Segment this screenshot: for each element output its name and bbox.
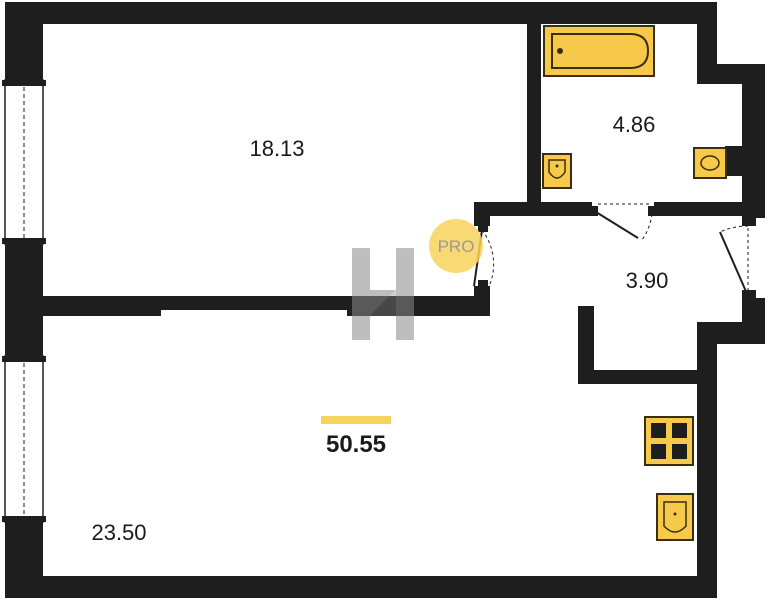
window-upper [2, 79, 46, 245]
wall-left-upper [5, 2, 43, 80]
room-area-label: 18.13 [249, 136, 304, 161]
watermark-logo [352, 248, 414, 340]
wall-closet-horizontal [578, 370, 698, 384]
wall-room-door-jamb-bottom [474, 286, 490, 316]
door-bathroom [595, 203, 653, 241]
wall-bottom [5, 576, 717, 598]
door-entrance [719, 225, 749, 297]
pro-badge-text: PRO [438, 237, 475, 256]
jamb [478, 224, 488, 232]
walls [5, 2, 765, 598]
bathtub-icon [543, 25, 655, 77]
wall-bath-left [527, 2, 541, 214]
wall-right-bath [742, 64, 765, 218]
wall-right-lower [697, 322, 717, 598]
total-area-label: 50.55 [326, 431, 386, 458]
jamb [648, 206, 658, 216]
wall-bath-bottom-right [654, 202, 764, 216]
wall-room-bottom [5, 296, 161, 316]
window-lower [2, 355, 46, 523]
kitchen-sink-icon [656, 493, 694, 541]
jamb [478, 280, 488, 288]
wall-closet-vertical [578, 306, 594, 382]
wall-bath-bottom-left [474, 202, 592, 216]
door-jambs [478, 206, 756, 300]
jamb [742, 290, 756, 300]
wall-top [5, 2, 717, 24]
stove-icon [644, 416, 694, 466]
bathroom-area-label: 4.86 [613, 112, 656, 137]
wall-room-door-jamb-top [474, 202, 490, 226]
jamb [588, 206, 598, 216]
jamb [742, 216, 756, 226]
kitchen-living-area-label: 23.50 [91, 520, 146, 545]
pro-badge: PRO [429, 219, 483, 273]
toilet-icon [693, 146, 742, 179]
hallway-area-label: 3.90 [626, 268, 669, 293]
bathroom-sink-icon [542, 153, 572, 189]
total-area-accent-bar [321, 416, 391, 424]
wall-room-bottom-thin [161, 296, 347, 310]
wall-right-top [697, 2, 717, 84]
